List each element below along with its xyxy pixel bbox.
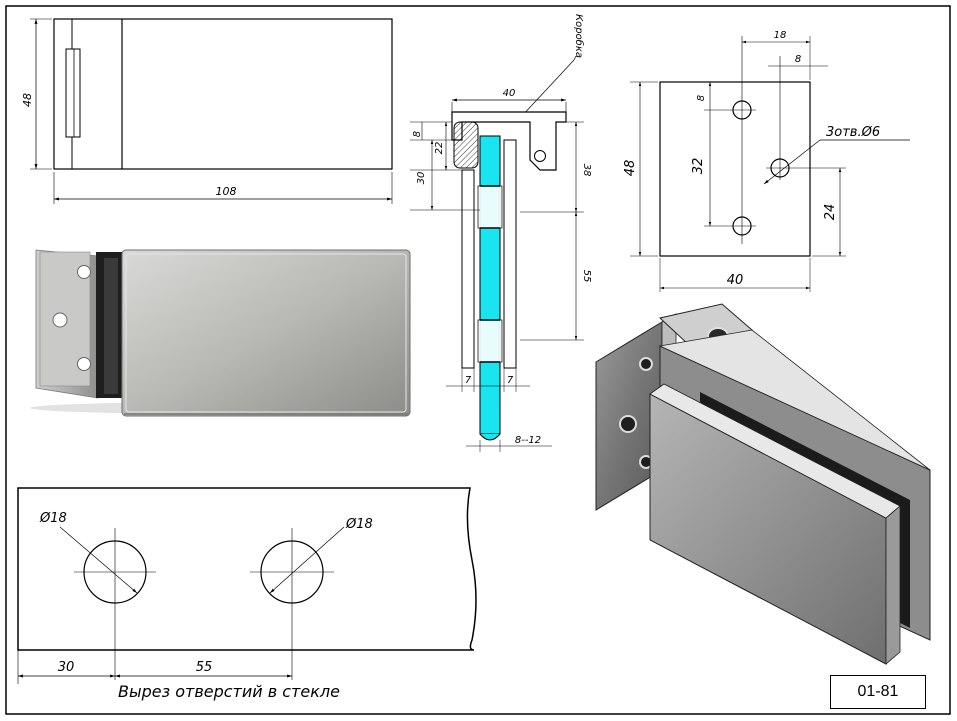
hole2-diameter-label: Ø18 [345,517,373,532]
drawing-code-box: 01-81 [830,675,926,709]
hole1-diameter-label: Ø18 [39,511,67,526]
section-glass-thickness-label: 8--12 [515,435,541,446]
section-dim-8-label: 8 [412,131,423,137]
section-view-drawing: Коробка 40 8 22 30 [410,14,592,452]
section-dim-22-label: 22 [434,142,445,155]
isometric-render [595,303,931,665]
glass-cutout-caption: Вырез отверстий в стекле [118,682,340,701]
section-gap-left-label: 7 [465,375,472,386]
plate-dim-8-top-label: 8 [795,54,801,65]
section-dim-30-label: 30 [416,172,427,185]
top-view-width-label: 108 [216,185,237,198]
top-view-height-label: 48 [21,93,34,107]
sheet-border [5,5,951,715]
plate-dim-24-label: 24 [823,204,838,221]
plate-dim-8-left-label: 8 [696,95,707,101]
drawing-code: 01-81 [857,683,899,700]
product-photo [30,249,411,417]
plate-dim-40-label: 40 [727,273,744,288]
box-label: Коробка [573,14,585,58]
plate-dim-48-label: 48 [623,160,638,177]
glass-cutout-drawing: Ø18 Ø18 30 55 [17,487,477,684]
plate-dim-32-label: 32 [691,158,706,175]
cutout-dim-55-label: 55 [196,660,213,675]
section-gap-right-label: 7 [507,375,514,386]
plate-dim-18-label: 18 [774,30,787,41]
section-dim-55-label: 55 [581,270,592,283]
section-dim-38-label: 38 [581,164,592,177]
section-top-width-label: 40 [503,88,516,99]
plate-view-drawing: 18 8 8 32 48 24 40 3отв.Ø6 [623,30,910,292]
top-view-drawing: 48 108 [21,18,393,204]
plate-hole-callout: 3отв.Ø6 [826,125,880,140]
cutout-dim-30-label: 30 [58,660,75,675]
